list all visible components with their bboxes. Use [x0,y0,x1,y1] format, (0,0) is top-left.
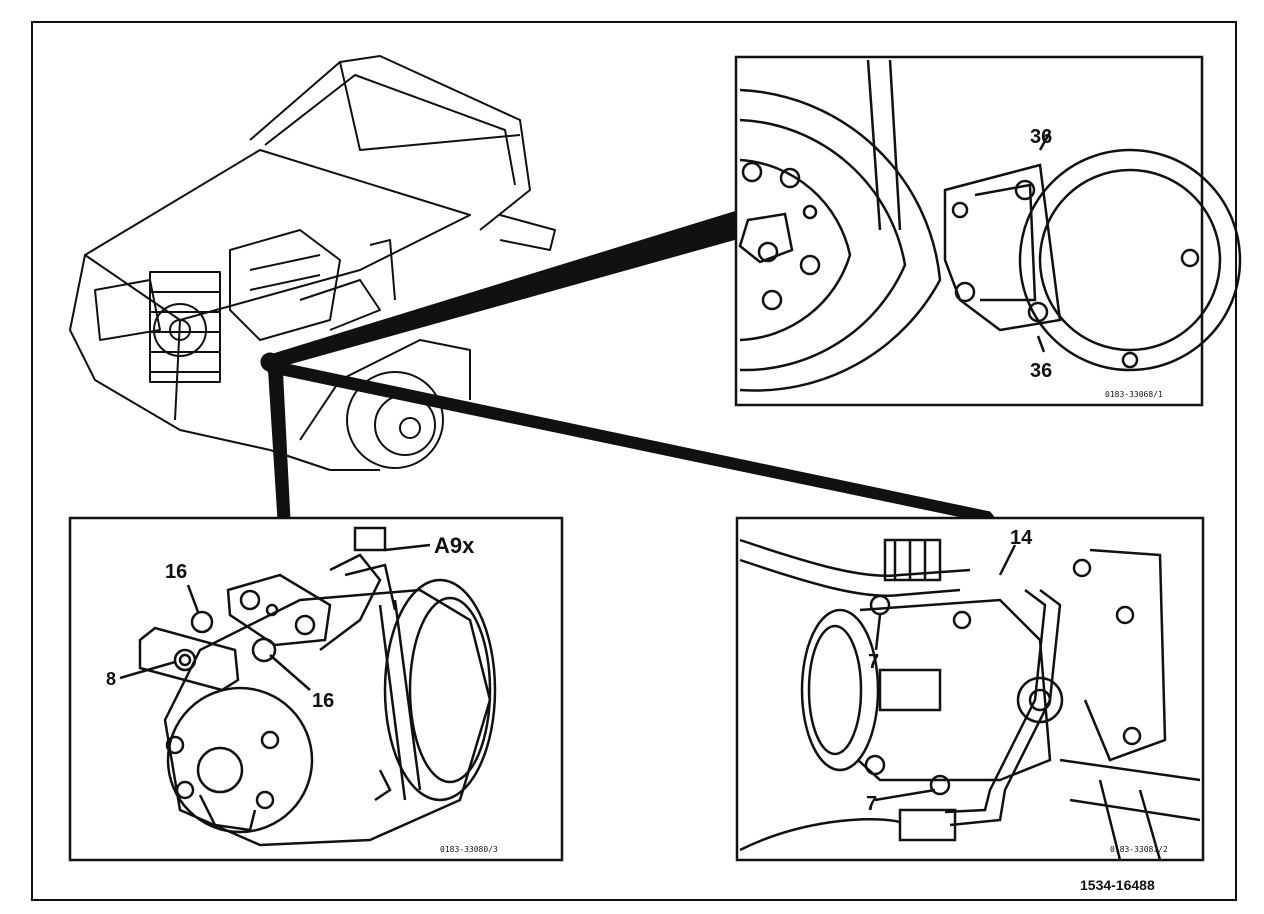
panel-bottom-left: 16 16 8 A9x 0183-33080/3 [68,516,564,862]
callout-8: 8 [106,669,116,689]
panel-bottom-right-frame [735,516,1205,862]
callout-36-top: 36 [1030,126,1052,148]
callout-14: 14 [1010,527,1033,549]
figure-id: 1534-16488 [1080,877,1155,893]
callout-36-bottom: 36 [1030,360,1052,382]
ref-code-bottom-right: 0183-33081/2 [1110,845,1168,854]
callout-a9x: A9x [434,533,475,558]
panel-bottom-left-frame [68,516,564,862]
callout-7-bottom: 7 [866,793,877,815]
ref-code-top-right: 0183-33068/1 [1105,390,1163,399]
callout-7-top: 7 [868,651,879,673]
outer-frame [31,21,1237,901]
panel-top-right-frame [734,55,1204,407]
car-overview-drawing [69,55,556,471]
callout-16-top: 16 [165,561,187,583]
callout-16-bottom: 16 [312,690,334,712]
panel-top-right: 36 36 0183-33068/1 [734,55,1242,407]
ref-code-bottom-left: 0183-33080/3 [440,845,498,854]
panel-bottom-right: 14 7 7 0183-33081/2 [735,516,1205,862]
